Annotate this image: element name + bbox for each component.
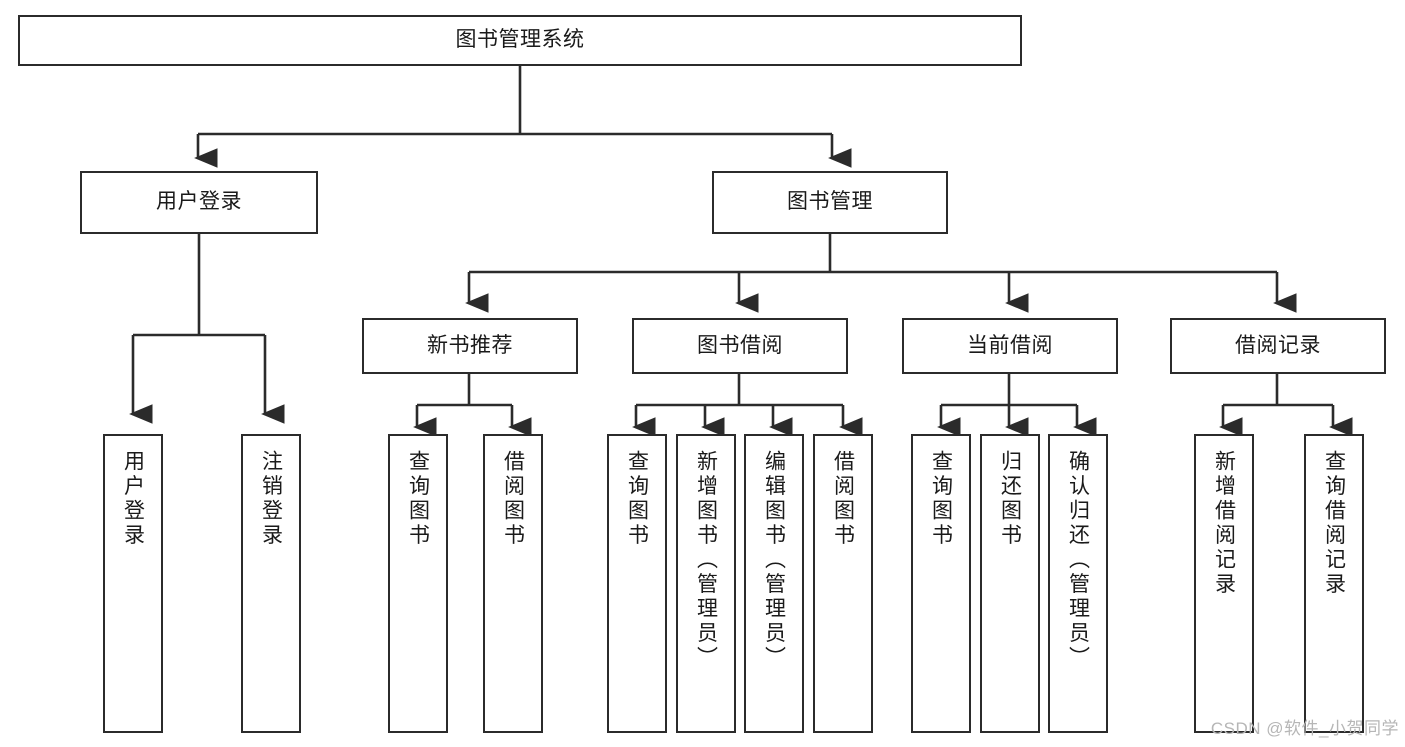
leaf-query-borrow-record-label: 查询借阅记录 xyxy=(1322,450,1346,597)
leaf-query-book[interactable]: 查询图书 xyxy=(607,434,667,733)
leaf-user-login-label: 用户登录 xyxy=(121,450,145,548)
leaf-confirm-return-admin[interactable]: 确认归还（管理员） xyxy=(1048,434,1108,733)
leaf-add-book-admin-label: 新增图书（管理员） xyxy=(694,450,718,671)
node-book-management-label: 图书管理 xyxy=(787,190,873,214)
node-current-borrow-label: 当前借阅 xyxy=(967,333,1053,357)
node-book-borrow-label: 图书借阅 xyxy=(697,333,783,357)
leaf-borrow-book-recommend-label: 借阅图书 xyxy=(501,450,525,548)
leaf-query-book-recommend[interactable]: 查询图书 xyxy=(388,434,448,733)
node-current-borrow[interactable]: 当前借阅 xyxy=(902,318,1118,374)
node-root[interactable]: 图书管理系统 xyxy=(18,15,1022,66)
node-new-book-recommend-label: 新书推荐 xyxy=(427,333,513,357)
node-new-book-recommend[interactable]: 新书推荐 xyxy=(362,318,578,374)
leaf-return-book[interactable]: 归还图书 xyxy=(980,434,1040,733)
leaf-logout[interactable]: 注销登录 xyxy=(241,434,301,733)
leaf-add-borrow-record-label: 新增借阅记录 xyxy=(1212,450,1236,597)
leaf-edit-book-admin-label: 编辑图书（管理员） xyxy=(762,450,786,671)
node-user-login-label: 用户登录 xyxy=(156,190,242,214)
leaf-query-book-current[interactable]: 查询图书 xyxy=(911,434,971,733)
leaf-add-book-admin[interactable]: 新增图书（管理员） xyxy=(676,434,736,733)
node-book-borrow[interactable]: 图书借阅 xyxy=(632,318,848,374)
leaf-borrow-book[interactable]: 借阅图书 xyxy=(813,434,873,733)
leaf-borrow-book-label: 借阅图书 xyxy=(831,450,855,548)
leaf-return-book-label: 归还图书 xyxy=(998,450,1022,548)
leaf-confirm-return-admin-label: 确认归还（管理员） xyxy=(1066,450,1090,671)
node-borrow-record-label: 借阅记录 xyxy=(1235,333,1321,357)
csdn-watermark: CSDN @软件_小贺同学 xyxy=(1210,719,1399,738)
leaf-logout-label: 注销登录 xyxy=(259,450,283,548)
leaf-query-book-label: 查询图书 xyxy=(625,450,649,548)
leaf-user-login[interactable]: 用户登录 xyxy=(103,434,163,733)
leaf-query-book-recommend-label: 查询图书 xyxy=(406,450,430,548)
node-root-label: 图书管理系统 xyxy=(455,28,585,52)
leaf-add-borrow-record[interactable]: 新增借阅记录 xyxy=(1194,434,1254,733)
node-borrow-record[interactable]: 借阅记录 xyxy=(1170,318,1386,374)
leaf-borrow-book-recommend[interactable]: 借阅图书 xyxy=(483,434,543,733)
leaf-edit-book-admin[interactable]: 编辑图书（管理员） xyxy=(744,434,804,733)
leaf-query-book-current-label: 查询图书 xyxy=(929,450,953,548)
node-user-login[interactable]: 用户登录 xyxy=(80,171,318,234)
node-book-management[interactable]: 图书管理 xyxy=(712,171,948,234)
leaf-query-borrow-record[interactable]: 查询借阅记录 xyxy=(1304,434,1364,733)
